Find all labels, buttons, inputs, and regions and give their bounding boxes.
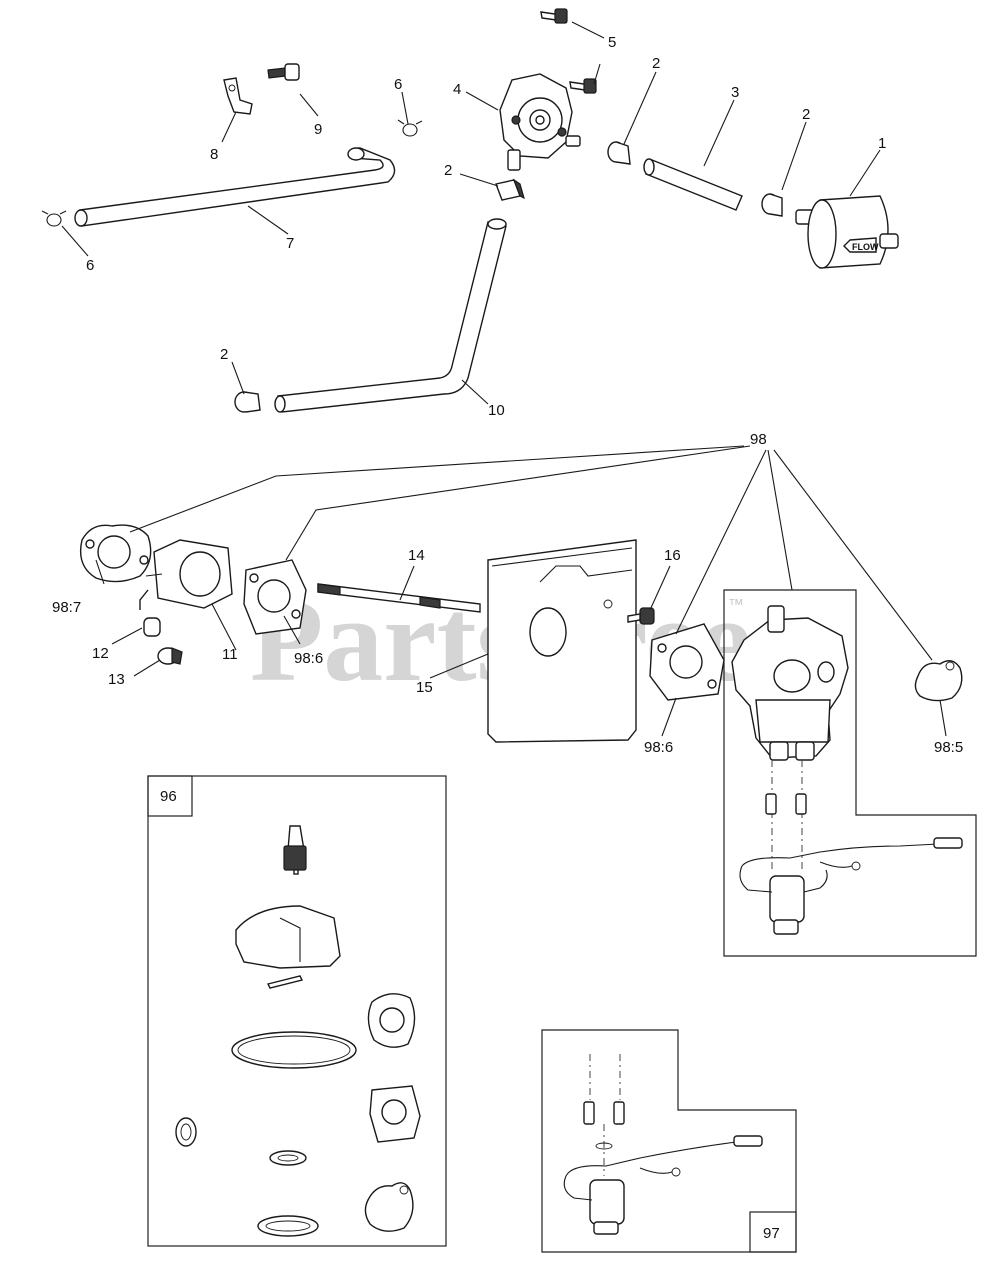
- callout-3: 3: [731, 84, 739, 101]
- callout-4: 4: [453, 81, 461, 98]
- carburetor-assembly[interactable]: [731, 605, 963, 935]
- part-4-fuel-pump[interactable]: [499, 73, 581, 171]
- part-2-clamp-tube[interactable]: [607, 141, 631, 165]
- part-8-clip[interactable]: [223, 77, 253, 115]
- callout-14: 14: [408, 547, 425, 564]
- part-14-stud[interactable]: [317, 583, 481, 613]
- part-2-clamp-filter[interactable]: [761, 193, 783, 217]
- callout-98-5: 98:5: [934, 739, 963, 756]
- part-10-fuel-line-bent[interactable]: [274, 218, 507, 413]
- kit-96-label: 96: [160, 788, 177, 805]
- callout-1: 1: [878, 135, 886, 152]
- callout-10: 10: [488, 402, 505, 419]
- callout-labels: 5 4 2 3 2 1 6 9 8 2 7 6 2 10 98 98:7 14 …: [52, 34, 963, 756]
- callout-98-6-right: 98:6: [644, 739, 673, 756]
- callout-98-6-left: 98:6: [294, 650, 323, 667]
- callout-2-filter: 2: [802, 106, 810, 123]
- callout-12: 12: [92, 645, 109, 662]
- callout-98-7: 98:7: [52, 599, 81, 616]
- callout-7: 7: [286, 235, 294, 252]
- kit-96-label-box: [147, 775, 193, 817]
- part-98-5-gasket[interactable]: [914, 660, 963, 702]
- part-6-spring-clamp-left[interactable]: [41, 210, 67, 227]
- kit-96-frame: [147, 775, 447, 1247]
- kit-96-contents[interactable]: [175, 825, 421, 1237]
- callout-11: 11: [222, 646, 238, 663]
- kit-97-frame: [541, 1029, 797, 1253]
- callout-8: 8: [210, 146, 218, 163]
- part-9-bolt[interactable]: [267, 63, 300, 81]
- part-16-screw[interactable]: [627, 607, 655, 625]
- part-5-screw-upper[interactable]: [540, 8, 568, 24]
- part-5-screw-lower[interactable]: [569, 78, 597, 94]
- callout-98: 98: [750, 431, 767, 448]
- kit-97-label-box: [749, 1211, 797, 1253]
- callout-16: 16: [664, 547, 681, 564]
- callout-9: 9: [314, 121, 322, 138]
- callout-6-right: 6: [394, 76, 402, 93]
- kit-97-contents[interactable]: [563, 1054, 763, 1235]
- part-7-fuel-line[interactable]: [74, 147, 396, 227]
- part-98-6-gasket-left[interactable]: [243, 559, 307, 635]
- callout-6-left: 6: [86, 257, 94, 274]
- callout-2-lower: 2: [220, 346, 228, 363]
- part-1-fuel-filter[interactable]: FLOW: [795, 195, 899, 269]
- part-13-clamp[interactable]: [157, 647, 183, 665]
- kit-97-label: 97: [763, 1225, 780, 1242]
- callout-2-tube: 2: [652, 55, 660, 72]
- callout-5: 5: [608, 34, 616, 51]
- part-98-7-gasket[interactable]: [79, 524, 152, 583]
- flow-arrow-label: FLOW: [852, 242, 879, 252]
- part-3-fuel-line-short[interactable]: [643, 158, 743, 211]
- part-2-clamp-lower[interactable]: [234, 391, 261, 413]
- part-15-heat-shield[interactable]: [487, 539, 637, 743]
- leader-lines: [61, 21, 947, 737]
- carburetor-assembly-frame: [723, 589, 977, 957]
- part-6-spring-clamp-right[interactable]: [397, 119, 423, 137]
- part-11-intake-spacer[interactable]: [139, 539, 233, 610]
- part-12-cap[interactable]: [143, 617, 161, 637]
- callout-2-pump: 2: [444, 162, 452, 179]
- part-2-clamp-pump[interactable]: [495, 178, 525, 201]
- part-98-6-gasket-right[interactable]: [649, 623, 725, 701]
- callout-15: 15: [416, 679, 433, 696]
- watermark-trademark: ™: [728, 597, 744, 614]
- callout-13: 13: [108, 671, 125, 688]
